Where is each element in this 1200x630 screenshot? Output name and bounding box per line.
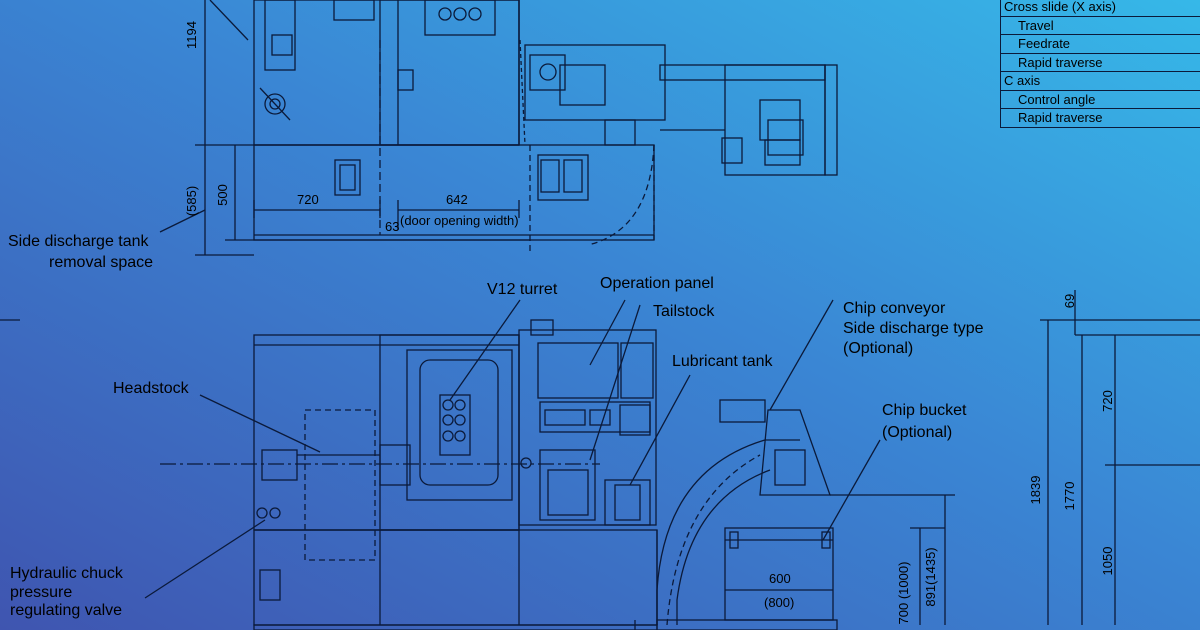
dim-600: 600 [769, 571, 791, 586]
label-hydraulic-line3: regulating valve [10, 602, 123, 619]
spec-cell: Feedrate [1000, 34, 1200, 54]
label-side-discharge-tank-line2: removal space [49, 254, 154, 271]
dim-69: 69 [1062, 293, 1077, 309]
label-v12-turret: V12 turret [487, 281, 558, 298]
spec-cell: Cross slide (X axis) [1000, 0, 1200, 17]
spec-row: Feedrate [1000, 34, 1200, 54]
dim-500: 500 [215, 184, 230, 206]
spec-row: Rapid traverse [1000, 108, 1200, 128]
label-side-discharge-tank-line1: Side discharge tank [8, 233, 149, 250]
label-chip-conveyor-line3: (Optional) [843, 340, 914, 357]
dim-1050: 1050 [1100, 546, 1115, 576]
label-chip-conveyor-line2: Side discharge type [843, 320, 984, 337]
label-headstock: Headstock [113, 380, 189, 397]
label-chip-conveyor-line1: Chip conveyor [843, 300, 946, 317]
label-hydraulic-line2: pressure [10, 584, 73, 601]
label-door-opening: (door opening width) [400, 213, 519, 228]
spec-cell: Travel [1000, 15, 1200, 35]
spec-row: C axis [1000, 71, 1200, 91]
chip-conveyor-outline [656, 399, 838, 630]
spec-cell: C axis [1000, 71, 1200, 91]
dim-63: 63 [385, 219, 400, 234]
label-tailstock: Tailstock [653, 303, 715, 320]
top-view-dimensions [159, 0, 520, 256]
label-lubricant-tank: Lubricant tank [672, 353, 773, 370]
spec-row: Cross slide (X axis) [1000, 0, 1200, 17]
dim-700-1000: 700 (1000) [896, 561, 911, 625]
front-view-dimensions [144, 290, 1200, 625]
spec-row: Travel [1000, 15, 1200, 35]
spec-cell: Control angle [1000, 89, 1200, 109]
dim-585: (585) [184, 185, 199, 217]
spec-row: Rapid traverse [1000, 52, 1200, 72]
label-chip-bucket-line1: Chip bucket [882, 402, 967, 419]
top-view-machine [253, 0, 838, 255]
axis-marks [0, 319, 636, 630]
label-chip-bucket-line2: (Optional) [882, 424, 953, 441]
spec-row: Control angle [1000, 89, 1200, 109]
dim-720-top: 720 [297, 192, 319, 207]
dim-800: (800) [764, 595, 795, 610]
dim-642: 642 [446, 192, 468, 207]
dim-1194: 1194 [184, 21, 199, 49]
dim-720-right: 720 [1100, 390, 1115, 412]
dim-891-1435: 891(1435) [923, 547, 938, 607]
dim-1839: 1839 [1028, 475, 1043, 505]
label-operation-panel: Operation panel [600, 275, 714, 292]
spec-cell: Rapid traverse [1000, 108, 1200, 128]
spec-cell: Rapid traverse [1000, 52, 1200, 72]
dim-1770: 1770 [1062, 481, 1077, 511]
front-view-machine [160, 319, 658, 630]
label-hydraulic-line1: Hydraulic chuck [10, 565, 123, 582]
